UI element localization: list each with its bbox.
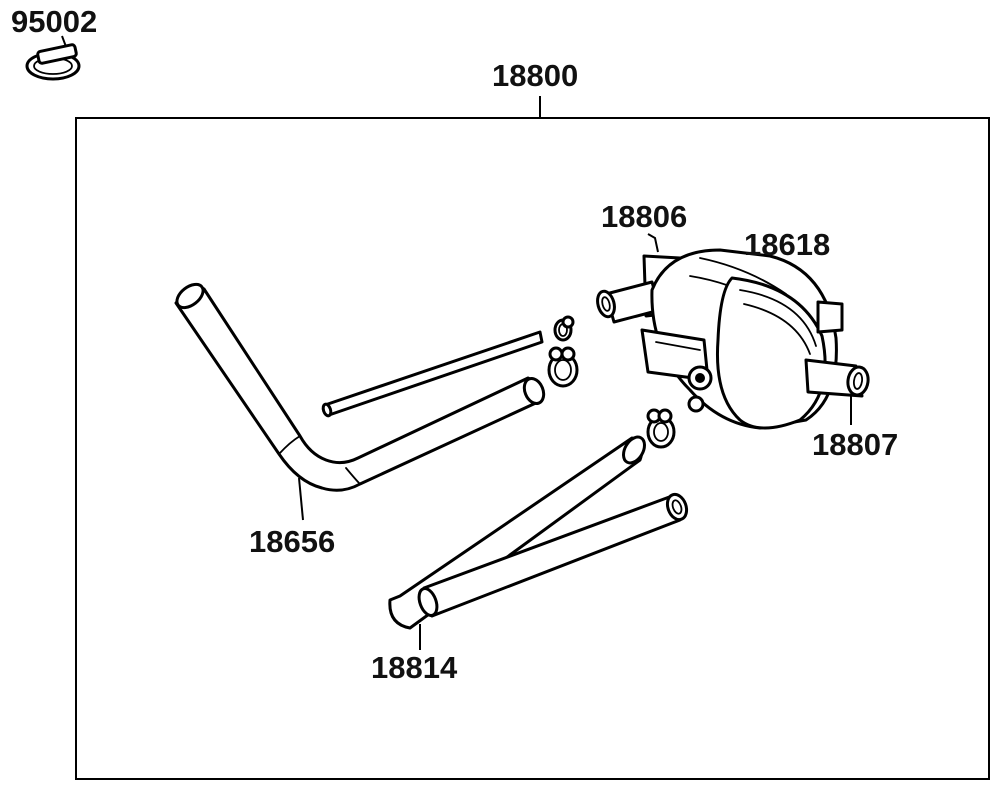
rod [321, 330, 544, 418]
clamp-lower [646, 408, 676, 449]
label-clamp: 95002 [11, 4, 98, 39]
label-inlet-pipe: 18806 [601, 199, 688, 234]
outlet-pipe-18807 [804, 358, 870, 398]
canister-18618 [640, 248, 844, 430]
leader-hose-upper [298, 477, 304, 521]
clamp-small-upper [553, 315, 575, 342]
label-canister-body: 18618 [744, 227, 831, 262]
assembly-frame [75, 117, 990, 780]
leader-inlet-pipe [647, 233, 659, 253]
label-assembly: 18800 [492, 58, 579, 93]
clamp-mid [547, 346, 579, 388]
hose-18814 [388, 435, 689, 630]
label-outlet-pipe: 18807 [812, 427, 899, 462]
label-hose-lower: 18814 [371, 650, 458, 685]
label-hose-upper: 18656 [249, 524, 336, 559]
hose-18656 [174, 282, 546, 492]
clamp-95002 [25, 43, 81, 81]
